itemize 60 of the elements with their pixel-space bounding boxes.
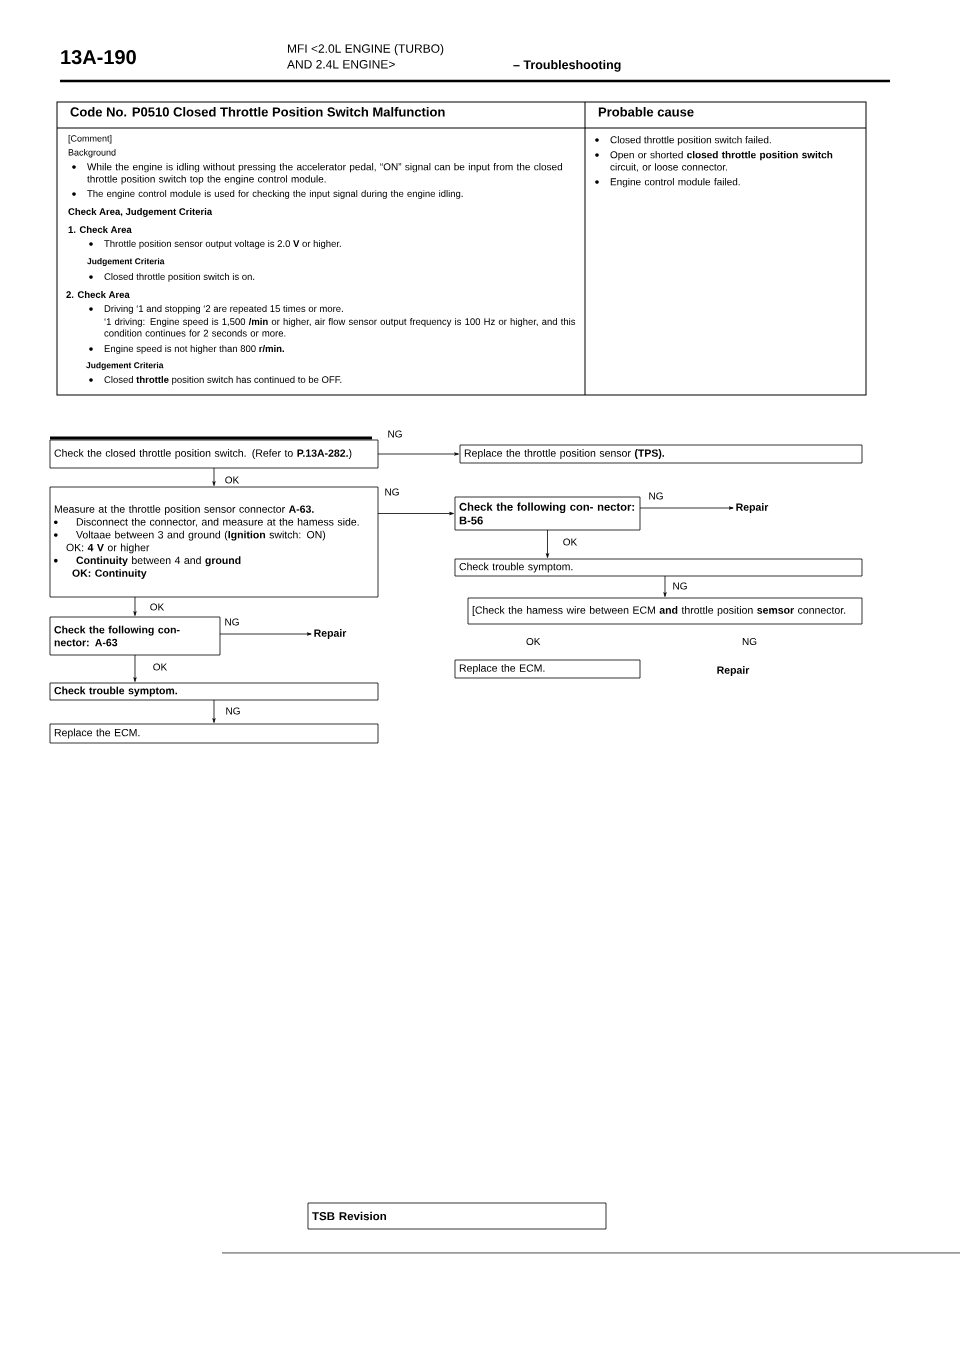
text-label: Closed throttle position switch is on. bbox=[104, 273, 255, 282]
text-label: The engine control module is used for checking the input signal during the engine idling. bbox=[87, 190, 463, 199]
edge-label: NG bbox=[223, 617, 241, 627]
edge-label: OK bbox=[561, 537, 579, 547]
text-label: Check Area, Judgement Criteria bbox=[68, 208, 213, 217]
text-label: ‘1 driving: Engine speed is 1,500 /min or higher, air flow sensor output frequency is 100 Hz or higher, and this condition continues for 2 seconds or more. bbox=[104, 318, 576, 337]
text-label: Code No. P0510 Closed Throttle Position Switch Malfunction bbox=[70, 107, 445, 117]
edge-label: OK bbox=[223, 475, 241, 485]
text-label: [Comment] bbox=[68, 135, 112, 144]
step-box: TSB Revision bbox=[307, 1202, 607, 1230]
step-text: Repair bbox=[736, 503, 769, 513]
arrow bbox=[377, 452, 459, 456]
step-box: Replace the throttle position sensor (TPS). bbox=[459, 444, 863, 464]
arrow bbox=[545, 529, 550, 558]
text-label: While the engine is idling without pressing the accelerator pedal, “ON” signal can be input from the closed throttle position switch top the engine control module. bbox=[87, 163, 563, 185]
text-label: Open or shorted closed throttle position switch circuit, or loose connector. bbox=[610, 151, 833, 172]
text-label: Probable cause bbox=[598, 107, 694, 117]
text-label: 2. Check Area bbox=[66, 291, 130, 298]
text-label: Engine speed is not higher than 800 r/min. bbox=[104, 345, 284, 354]
text-label: Driving ‘1 and stopping ‘2 are repeated 15 times or more. bbox=[104, 305, 343, 314]
arrow bbox=[639, 506, 734, 510]
text-label: Background bbox=[68, 149, 116, 158]
text-label: 1. Check Area bbox=[68, 226, 132, 233]
step-text: Repair bbox=[314, 629, 347, 639]
step-box: Check trouble symptom. bbox=[454, 558, 863, 577]
text-label: AND 2.4L ENGINE> bbox=[287, 60, 395, 69]
text-label: Closed throttle position switch failed. bbox=[610, 136, 771, 146]
arrow bbox=[212, 467, 216, 486]
arrow bbox=[377, 511, 454, 516]
arrow bbox=[663, 575, 667, 597]
arrow bbox=[212, 699, 216, 723]
edge-label: NG bbox=[386, 429, 404, 439]
edge-label: NG bbox=[671, 581, 689, 591]
arrow bbox=[219, 632, 312, 636]
text-label: Closed throttle position switch has continued to be OFF. bbox=[104, 376, 342, 385]
step-box: Check the following con- nector: A-63 bbox=[49, 616, 221, 656]
text-label: MFI <2.0L ENGINE (TURBO) bbox=[288, 44, 444, 56]
text-label: Throttle position sensor output voltage is 2.0 V or higher. bbox=[104, 240, 341, 249]
step-box: Measure at the throttle position sensor connector A-63. Disconnect the connector, and measure at the hamess side. Voltaae between 3 and ground (Ignition switch: ON) OK: 4 V or higher Continuity between 4 and ground OK: Continuity bbox=[49, 486, 379, 598]
edge-label: NG bbox=[647, 491, 665, 501]
text-label: Judgement Criteria bbox=[86, 362, 164, 370]
step-text: Repair bbox=[717, 666, 750, 676]
edge-label: NG bbox=[383, 487, 401, 497]
arrow bbox=[133, 654, 137, 682]
text-label: OK bbox=[526, 638, 541, 646]
step-box: [Check the hamess wire between ECM and throttle position semsor connector. bbox=[467, 597, 863, 625]
step-box: Replace the ECM. bbox=[49, 723, 379, 744]
step-box: Check trouble symptom. bbox=[49, 682, 379, 701]
edge-label: NG bbox=[224, 706, 242, 716]
text-label: Judgement Criteria bbox=[87, 258, 165, 266]
step-box: Check the following con- nector: B-56 bbox=[454, 496, 641, 531]
edge-label: OK bbox=[148, 602, 166, 612]
step-box: Check the closed throttle position switch. (Refer to P.13A-282.) bbox=[49, 439, 379, 469]
arrow bbox=[133, 596, 137, 616]
edge-label: OK bbox=[151, 662, 169, 672]
text-label: NG bbox=[742, 638, 757, 646]
step-box: Replace the ECM. bbox=[454, 659, 641, 679]
text-label: 13A-190 bbox=[61, 50, 136, 65]
text-label: – Troubleshooting bbox=[513, 60, 621, 72]
text-label: Engine control module failed. bbox=[610, 178, 740, 188]
